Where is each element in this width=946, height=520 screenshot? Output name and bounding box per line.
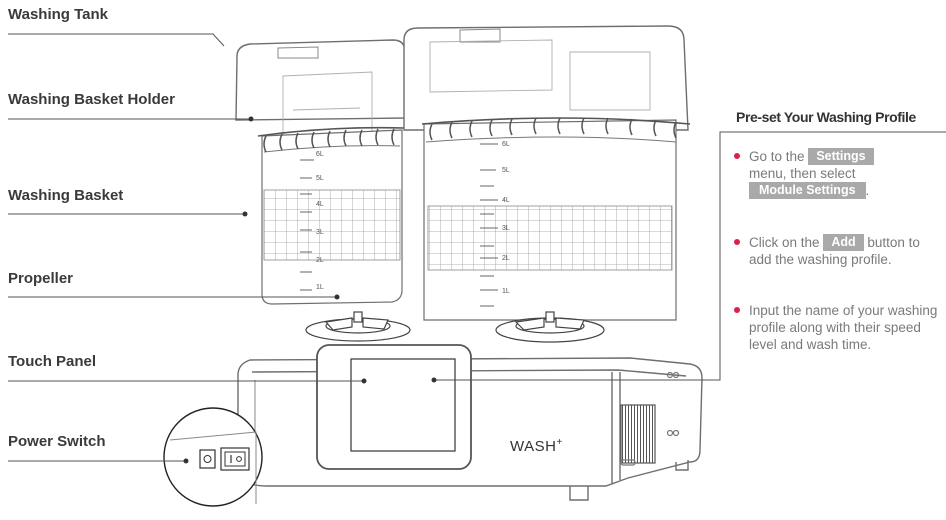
left-scale-4l: 4L: [316, 201, 324, 208]
left-scale-1l: 1L: [316, 284, 324, 291]
step-3-text: Input the name of your washing profile a…: [736, 302, 946, 353]
right-scale-3l: 3L: [502, 225, 510, 232]
add-chip: Add: [823, 234, 863, 251]
callout-line-washing-tank: [8, 34, 224, 46]
right-scale-1l: 1L: [502, 288, 510, 295]
bullet-dot: [734, 239, 740, 245]
right-scale-6l: 6L: [502, 141, 510, 148]
left-propeller: [306, 312, 410, 341]
right-scale-5l: 5L: [502, 167, 510, 174]
right-scale-4l: 4L: [502, 197, 510, 204]
module-settings-chip: Module Settings: [749, 182, 866, 199]
label-power-switch: Power Switch: [8, 433, 106, 450]
label-washing-tank: Washing Tank: [8, 6, 108, 23]
step-2-text-a: Click on the: [749, 235, 820, 250]
step-1-text-c: .: [866, 183, 870, 198]
right-washing-tank: 6L 5L 4L 3L 2L 1L: [404, 26, 690, 342]
left-scale-2l: 2L: [316, 257, 324, 264]
bullet-dot: [734, 307, 740, 313]
left-washing-tank: 5L 4L 3L 2L 1L 6L: [236, 40, 410, 341]
model-suffix: +: [556, 437, 562, 448]
label-washing-basket: Washing Basket: [8, 187, 123, 204]
model-name: WASH+: [510, 437, 563, 455]
bullet-dot: [734, 153, 740, 159]
profile-step-1: Go to the Settings menu, then select Mod…: [736, 148, 946, 199]
label-washing-basket-holder: Washing Basket Holder: [8, 91, 175, 108]
profile-panel-title: Pre-set Your Washing Profile: [736, 109, 916, 125]
right-scale-2l: 2L: [502, 255, 510, 262]
profile-step-2: Click on the Add button to add the washi…: [736, 234, 946, 268]
profile-step-3: Input the name of your washing profile a…: [736, 302, 946, 353]
settings-chip: Settings: [808, 148, 873, 165]
left-scale-3l: 3L: [316, 229, 324, 236]
left-scale-5l: 5L: [316, 175, 324, 182]
step-1-text-b: menu, then select: [749, 166, 856, 181]
step-1-text-a: Go to the: [749, 149, 805, 164]
touch-panel-screen: [317, 345, 471, 469]
label-propeller: Propeller: [8, 270, 73, 287]
label-touch-panel: Touch Panel: [8, 353, 96, 370]
left-scale-6l: 6L: [316, 151, 324, 158]
power-switch-zoom: [164, 408, 262, 506]
